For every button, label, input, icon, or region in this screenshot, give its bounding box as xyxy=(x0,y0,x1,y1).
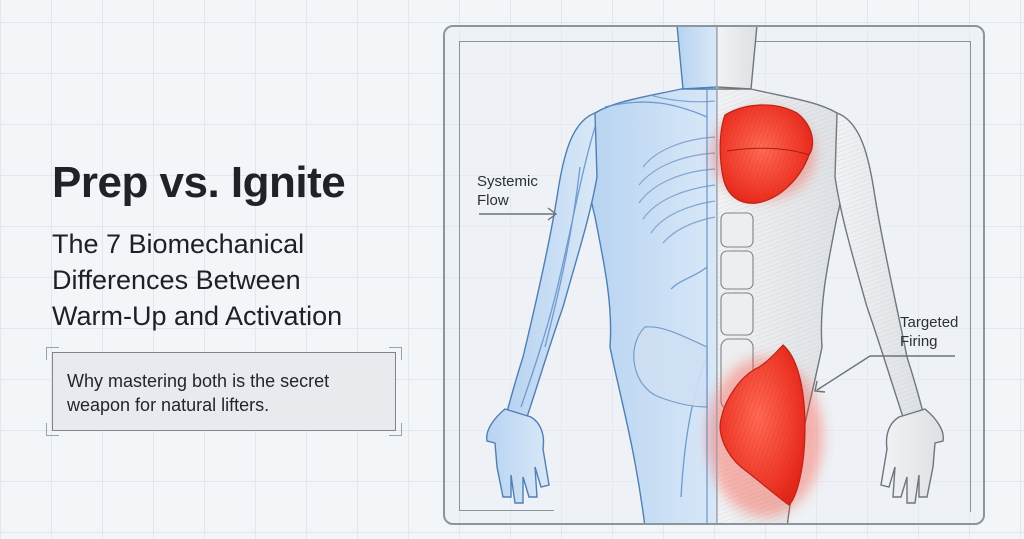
glute-activation xyxy=(707,344,823,517)
tagline-box: Why mastering both is the secret weapon … xyxy=(52,352,396,431)
corner-bracket xyxy=(389,423,402,436)
frame-corner xyxy=(459,270,554,511)
anatomy-illustration-panel: Systemic Flow Targeted Firing xyxy=(443,25,985,525)
pectoral-activation xyxy=(711,104,815,204)
targeted-firing-label: Targeted Firing xyxy=(900,314,959,350)
tagline-callout: Why mastering both is the secret weapon … xyxy=(46,347,402,436)
subtitle-line: Differences Between xyxy=(52,265,301,295)
annotation-arrows xyxy=(479,207,955,393)
subtitle-line: Warm-Up and Activation xyxy=(52,301,343,331)
frame-corner xyxy=(459,41,554,282)
corner-bracket xyxy=(389,347,402,360)
subtitle-line: The 7 Biomechanical xyxy=(52,229,305,259)
tagline-line: weapon for natural lifters. xyxy=(67,395,270,415)
systemic-half xyxy=(486,27,718,523)
tagline-line: Why mastering both is the secret xyxy=(67,371,330,391)
pelvis xyxy=(633,326,708,408)
frame-corner xyxy=(550,41,971,512)
systemic-flow-label: Systemic Flow xyxy=(477,173,538,209)
ribcage xyxy=(638,94,716,244)
subtitle: The 7 Biomechanical Differences Between … xyxy=(52,226,432,334)
page-title: Prep vs. Ignite xyxy=(52,158,346,207)
corner-bracket xyxy=(46,347,59,360)
anatomy-figure-illustration xyxy=(479,27,955,523)
corner-bracket xyxy=(46,423,59,436)
